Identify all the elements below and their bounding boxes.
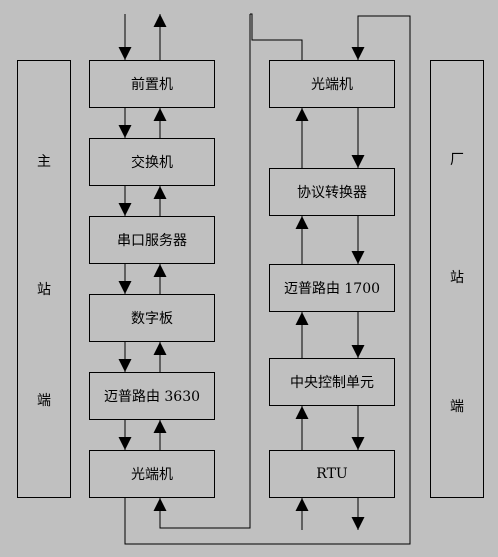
plant-station-panel: 厂 站 端 bbox=[430, 60, 484, 498]
master-station-char-2: 站 bbox=[37, 282, 51, 298]
plant-station-char-1: 厂 bbox=[450, 152, 464, 168]
protocol-converter-box: 协议转换器 bbox=[269, 168, 395, 216]
optical-terminal-left-box: 光端机 bbox=[89, 450, 215, 498]
master-station-char-3: 端 bbox=[37, 393, 51, 409]
optical-terminal-right-box: 光端机 bbox=[269, 60, 395, 108]
switch-box: 交换机 bbox=[89, 138, 215, 186]
front-end-processor-box: 前置机 bbox=[89, 60, 215, 108]
master-station-char-1: 主 bbox=[37, 154, 51, 170]
link-out-loop bbox=[124, 15, 411, 545]
plant-station-char-3: 端 bbox=[450, 399, 464, 415]
router-3630-box: 迈普路由 3630 bbox=[89, 372, 215, 420]
link-in-loop bbox=[250, 13, 303, 60]
serial-server-box: 串口服务器 bbox=[89, 216, 215, 264]
plant-station-char-2: 站 bbox=[450, 270, 464, 286]
rtu-box: RTU bbox=[269, 450, 395, 498]
digital-board-box: 数字板 bbox=[89, 294, 215, 342]
master-station-panel: 主 站 端 bbox=[17, 60, 71, 498]
link-in-loop-b bbox=[153, 14, 251, 529]
router-1700-box: 迈普路由 1700 bbox=[269, 264, 395, 312]
central-control-unit-box: 中央控制单元 bbox=[269, 358, 395, 406]
